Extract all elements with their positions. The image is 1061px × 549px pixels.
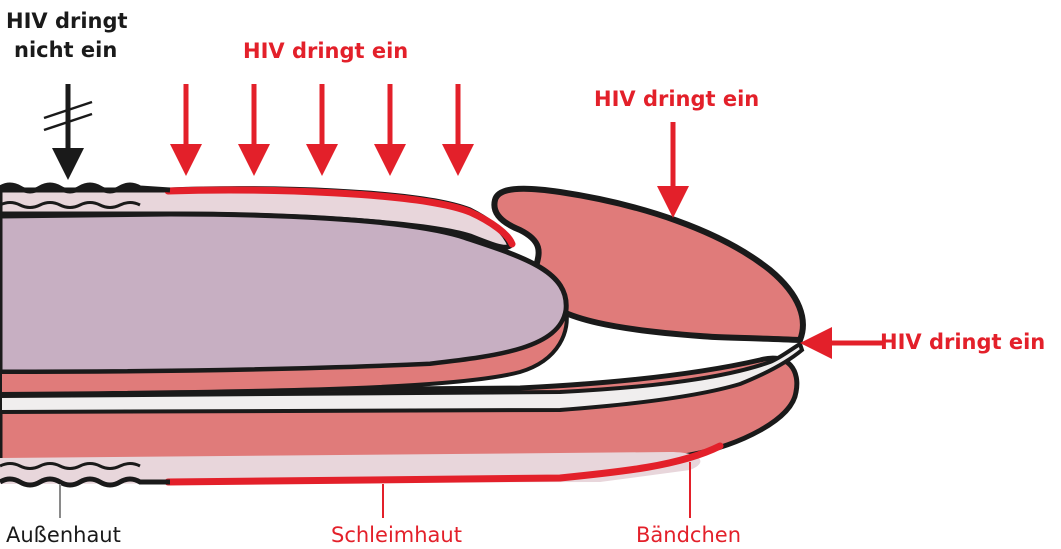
arrow-entry-urethra	[800, 327, 885, 359]
label-entry-top: HIV dringt ein	[243, 38, 408, 65]
arrow-no-entry	[44, 84, 92, 180]
label-entry-glans: HIV dringt ein	[594, 86, 759, 113]
label-no-entry-line1: HIV dringt	[6, 8, 128, 35]
label-schleimhaut: Schleimhaut	[331, 522, 462, 548]
label-aussenhaut: Außenhaut	[6, 522, 121, 548]
label-baendchen: Bändchen	[636, 522, 741, 548]
arrow-entry-glans	[657, 122, 689, 218]
arrows-entry-top	[170, 84, 474, 176]
label-no-entry-line2: nicht ein	[14, 37, 117, 64]
label-entry-urethra: HIV dringt ein	[880, 329, 1045, 356]
